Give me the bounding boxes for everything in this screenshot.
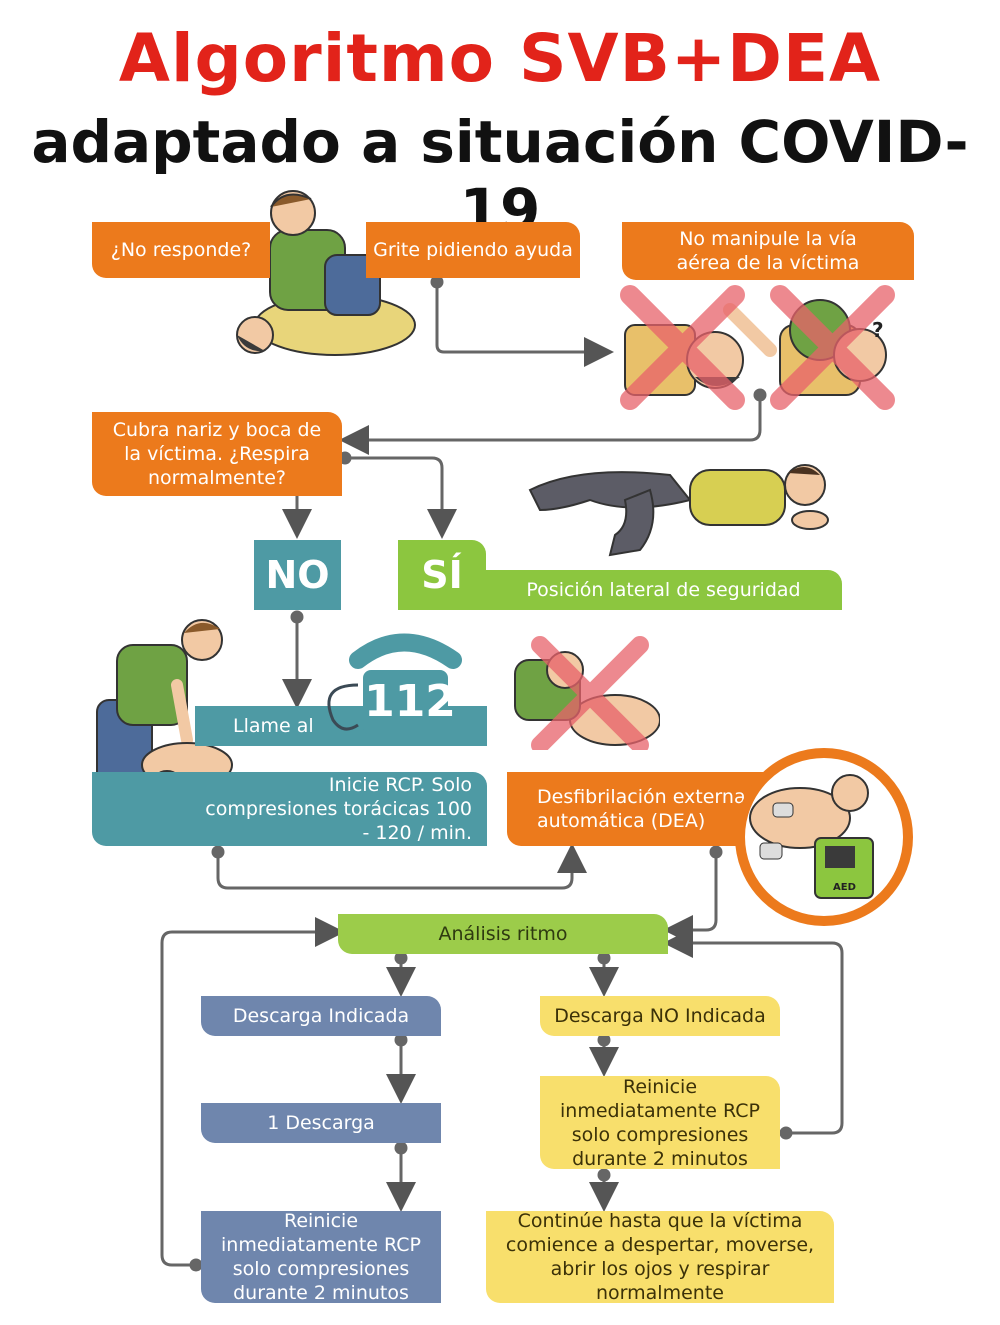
rescuer-shouting-illustration [236,190,416,356]
step-continue: Continúe hasta que la víctima comience a… [486,1210,834,1304]
mouth-to-mouth-prohibited-illustration [514,636,660,750]
aed-circle: AED [735,748,913,926]
step-inicie-rcp-label: Inicie RCP. Solo compresiones torácicas … [205,774,472,844]
step-analisis-ritmo: Análisis ritmo [338,914,668,954]
step-cubra: Cubra nariz y boca de la víctima. ¿Respi… [92,412,342,496]
aed-label: AED [833,882,856,893]
step-reinicie-left: Reinicie inmediatamente RCP solo compres… [201,1210,441,1304]
step-inicie-rcp: Inicie RCP. Solo compresiones torácicas … [92,772,487,846]
step-grite: Grite pidiendo ayuda [366,222,580,278]
step-no-manipule: No manipule la vía aérea de la víctima [622,222,914,280]
decision-si: SÍ [398,540,486,610]
telephone-icon [327,633,462,735]
decision-no-label: NO [265,553,330,597]
step-posicion-lateral: Posición lateral de seguridad [485,570,842,610]
decision-si-label: SÍ [421,553,463,597]
step-no-responde: ¿No responde? [92,222,270,278]
aed-illustration: AED [749,774,874,899]
title-sub: adaptado a situación COVID-19 [31,108,969,244]
title-main: Algoritmo SVB+DEA [118,20,882,97]
step-descarga-no-indicada: Descarga NO Indicada [540,996,780,1036]
step-descarga-indicada: Descarga Indicada [201,996,441,1036]
emergency-number: 112 [364,676,456,727]
step-reinicie-right: Reinicie inmediatamente RCP solo compres… [540,1076,780,1170]
step-desfibrilacion-label: Desfibrilación externa automática (DEA) [537,786,746,832]
lateral-position-illustration [528,464,829,557]
step-una-descarga: 1 Descarga [201,1103,441,1143]
airway-prohibited-illustrations: ? [620,285,895,410]
svg-text:?: ? [872,318,884,342]
decision-no: NO [254,540,341,610]
